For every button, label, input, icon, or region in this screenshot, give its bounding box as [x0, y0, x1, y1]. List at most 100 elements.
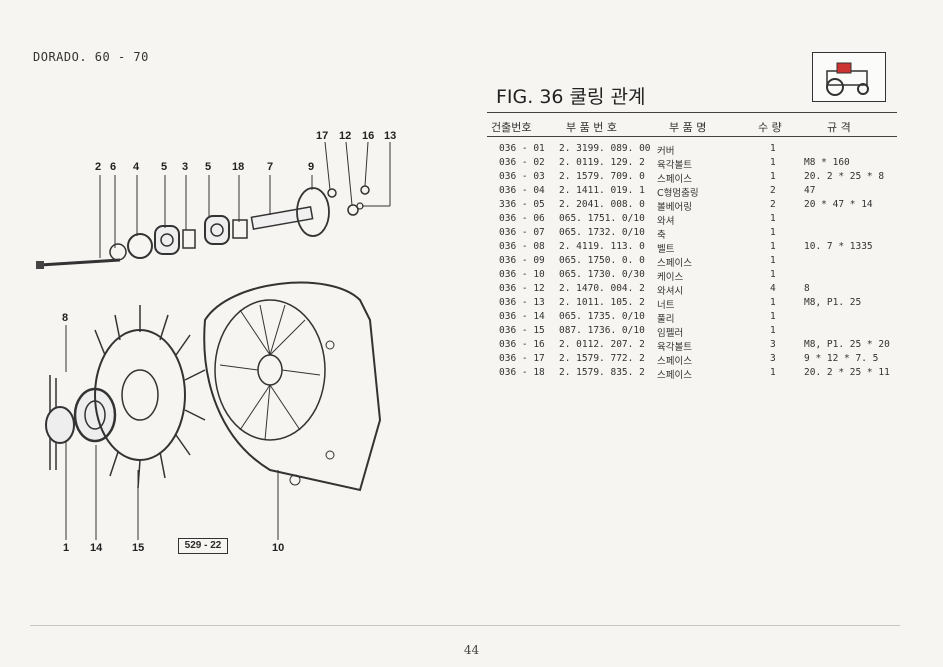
cell-part-no: 2. 1579. 835. 2 [559, 367, 645, 378]
cell-name: 스페이스 [657, 370, 692, 381]
cell-qty: 2 [770, 199, 776, 210]
cell-part-no: 065. 1730. 0/30 [559, 269, 645, 280]
cell-name: 육각볼트 [657, 160, 692, 171]
cell-ref: 036 - 09 [499, 255, 545, 266]
cell-ref: 036 - 14 [499, 311, 545, 322]
page-number: 44 [463, 643, 480, 657]
cell-name: C형멈춤링 [657, 188, 699, 199]
cell-name: 스페이스 [657, 356, 692, 367]
cell-spec: 10. 7 * 1335 [804, 241, 873, 252]
cell-spec: 8 [804, 283, 810, 294]
table-row: 036 - 07 065. 1732. 0/10 축 1 [487, 226, 897, 241]
col-header-ref: 건출번호 [491, 121, 532, 134]
cell-ref: 036 - 08 [499, 241, 545, 252]
cell-name: 스페이스 [657, 258, 692, 269]
cell-qty: 1 [770, 241, 776, 252]
col-header-partno: 부 품 번 호 [566, 121, 617, 134]
cell-spec: M8, P1. 25 [804, 297, 862, 308]
cell-part-no: 2. 1579. 772. 2 [559, 353, 645, 364]
cell-name: 와셔 [657, 216, 675, 227]
cell-part-no: 2. 0112. 207. 2 [559, 339, 645, 350]
cell-spec: 20. 2 * 25 * 8 [804, 171, 885, 182]
cell-part-no: 2. 0119. 129. 2 [559, 157, 645, 168]
cell-qty: 1 [770, 157, 776, 168]
cell-part-no: 2. 3199. 089. 00 [559, 143, 651, 154]
cell-qty: 1 [770, 143, 776, 154]
cell-name: 스페이스 [657, 174, 692, 185]
cell-qty: 1 [770, 213, 776, 224]
col-header-qty: 수 량 [758, 121, 782, 134]
cell-ref: 036 - 18 [499, 367, 545, 378]
cell-ref: 036 - 13 [499, 297, 545, 308]
cell-name: 축 [657, 230, 666, 241]
cell-ref: 036 - 12 [499, 283, 545, 294]
cell-name: 풀리 [657, 314, 675, 325]
cell-ref: 036 - 02 [499, 157, 545, 168]
callout-12: 12 [339, 130, 352, 142]
table-row: 036 - 17 2. 1579. 772. 2 스페이스 3 9 * 12 * 7. … [487, 352, 897, 367]
callout-9: 9 [308, 161, 315, 173]
cell-qty: 1 [770, 227, 776, 238]
cell-qty: 1 [770, 255, 776, 266]
cell-ref: 036 - 15 [499, 325, 545, 336]
cell-qty: 3 [770, 339, 776, 350]
callout-16: 16 [362, 130, 375, 142]
cell-part-no: 2. 4119. 113. 0 [559, 241, 645, 252]
cell-qty: 1 [770, 325, 776, 336]
cell-qty: 1 [770, 297, 776, 308]
cell-part-no: 065. 1750. 0. 0 [559, 255, 645, 266]
cell-qty: 4 [770, 283, 776, 294]
cell-name: 너트 [657, 300, 675, 311]
cell-name: 임펠러 [657, 328, 684, 339]
cell-name: 벨트 [657, 244, 675, 255]
cell-spec: M8, P1. 25 * 20 [804, 339, 890, 350]
callout-13: 13 [384, 130, 397, 142]
callout-2: 2 [95, 161, 102, 173]
cell-ref: 036 - 10 [499, 269, 545, 280]
cell-part-no: 065. 1732. 0/10 [559, 227, 645, 238]
cell-spec: M8 * 160 [804, 157, 850, 168]
cell-part-no: 2. 1011. 105. 2 [559, 297, 645, 308]
cell-part-no: 2. 1579. 709. 0 [559, 171, 645, 182]
cell-ref: 036 - 16 [499, 339, 545, 350]
cell-spec: 20. 2 * 25 * 11 [804, 367, 890, 378]
callout-5a: 5 [161, 161, 168, 173]
cell-name: 커버 [657, 146, 675, 157]
table-row: 036 - 14 065. 1735. 0/10 풀리 1 [487, 310, 897, 325]
cell-ref: 036 - 07 [499, 227, 545, 238]
tractor-icon [812, 52, 886, 102]
cell-part-no: 2. 1411. 019. 1 [559, 185, 645, 196]
callout-6: 6 [110, 161, 117, 173]
table-row: 036 - 02 2. 0119. 129. 2 육각볼트 1 M8 * 160 [487, 156, 897, 171]
cell-qty: 1 [770, 311, 776, 322]
figure-title: FIG. 36 쿨링 관계 [496, 86, 646, 108]
cell-name: 볼베어링 [657, 202, 692, 213]
cell-qty: 3 [770, 353, 776, 364]
col-header-name: 부 품 명 [669, 121, 707, 134]
cell-qty: 1 [770, 269, 776, 280]
callout-17: 17 [316, 130, 329, 142]
cell-ref: 036 - 17 [499, 353, 545, 364]
table-row: 036 - 13 2. 1011. 105. 2 너트 1 M8, P1. 25 [487, 296, 897, 311]
callout-3: 3 [182, 161, 189, 173]
cell-qty: 2 [770, 185, 776, 196]
callout-18: 18 [232, 161, 245, 173]
cell-ref: 036 - 06 [499, 213, 545, 224]
cell-qty: 1 [770, 171, 776, 182]
cell-spec: 9 * 12 * 7. 5 [804, 353, 879, 364]
callout-5b: 5 [205, 161, 212, 173]
model-label: DORADO. 60 - 70 [33, 50, 149, 64]
cell-part-no: 065. 1735. 0/10 [559, 311, 645, 322]
footer-divider [30, 625, 900, 626]
callout-1: 1 [63, 542, 70, 554]
cell-part-no: 2. 1470. 004. 2 [559, 283, 645, 294]
cell-spec: 20 * 47 * 14 [804, 199, 873, 210]
